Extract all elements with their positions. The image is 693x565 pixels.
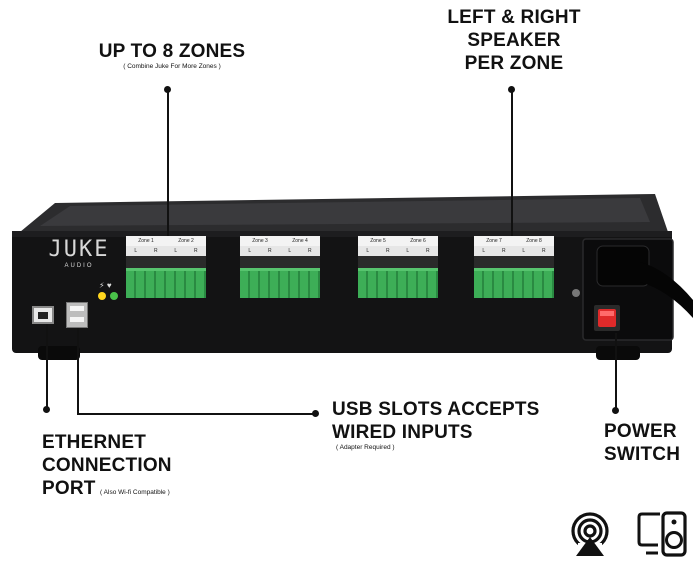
channel-label: L: [248, 248, 252, 254]
zone-label: Zone 7: [486, 238, 502, 244]
terminal-block-zones-3-4: Zone 3 Zone 4 L R L R: [240, 236, 320, 302]
callout-ethernet-note: ( Also Wi-fi Compatible ): [100, 489, 170, 496]
channel-label: R: [267, 248, 272, 254]
callout-power-dot: [612, 407, 619, 414]
callout-zones-dot: [164, 86, 171, 93]
channel-label: R: [193, 248, 198, 254]
callout-ethernet-line-3: PORT: [42, 478, 96, 499]
callout-power-line: [615, 333, 617, 409]
brand-logo-subtext: AUDIO: [64, 263, 94, 269]
callout-speakers-dot: [508, 86, 515, 93]
status-led-yellow: [98, 292, 106, 300]
channel-label: R: [385, 248, 390, 254]
device-foot-right: [596, 346, 640, 360]
callout-speakers-line-2: SPEAKER: [467, 30, 561, 51]
channel-label: R: [307, 248, 312, 254]
brand-logo: JUKE AUDIO: [44, 238, 114, 270]
channel-label: L: [174, 248, 178, 254]
callout-usb-note: ( Adapter Required ): [336, 444, 395, 451]
callout-usb-line-1: USB SLOTS ACCEPTS: [332, 399, 540, 420]
callout-usb: USB SLOTS ACCEPTS WIRED INPUTS ( Adapter…: [332, 398, 540, 452]
callout-usb-line-vertical: [77, 328, 79, 415]
callout-zones: UP TO 8 ZONES ( Combine Juke For More Zo…: [72, 40, 272, 71]
callout-usb-line-horizontal: [77, 413, 315, 415]
callout-speakers-line: [511, 90, 513, 236]
channel-label: R: [501, 248, 506, 254]
channel-label: L: [482, 248, 486, 254]
channel-label: L: [366, 248, 370, 254]
zone-label: Zone 2: [178, 238, 194, 244]
callout-power: POWER SWITCH: [604, 420, 680, 466]
channel-label: R: [153, 248, 158, 254]
ethernet-port: [32, 306, 54, 324]
callout-power-line-2: SWITCH: [604, 444, 681, 465]
device-foot-left: [38, 346, 80, 360]
callout-speakers: LEFT & RIGHT SPEAKER PER ZONE: [424, 6, 604, 75]
channel-label: L: [406, 248, 410, 254]
terminal-block-zones-5-6: Zone 5 Zone 6 L R L R: [358, 236, 438, 302]
callout-ethernet: ETHERNET CONNECTION PORT ( Also Wi-fi Co…: [42, 431, 172, 500]
terminal-block-zones-1-2: Zone 1 Zone 2 L R L R: [126, 236, 206, 302]
callout-ethernet-line-2: CONNECTION: [42, 455, 172, 476]
callout-zones-line: [167, 90, 169, 236]
callout-ethernet-line: [46, 324, 48, 408]
callout-speakers-line-1: LEFT & RIGHT: [447, 7, 581, 28]
zone-label: Zone 5: [370, 238, 386, 244]
channel-label: R: [541, 248, 546, 254]
zone-label: Zone 6: [410, 238, 426, 244]
channel-label: L: [134, 248, 138, 254]
computer-speaker-icon: [637, 511, 687, 557]
zone-label: Zone 4: [292, 238, 308, 244]
status-led-icons: ⚡ ♥: [99, 281, 112, 290]
usb-ports: [66, 302, 88, 328]
terminal-block-zones-7-8: Zone 7 Zone 8 L R L R: [474, 236, 554, 302]
callout-ethernet-dot: [43, 406, 50, 413]
channel-label: R: [425, 248, 430, 254]
callout-ethernet-line-1: ETHERNET: [42, 432, 146, 453]
channel-label: L: [522, 248, 526, 254]
callout-speakers-line-3: PER ZONE: [464, 53, 564, 74]
zone-label: Zone 3: [252, 238, 268, 244]
zone-label: Zone 1: [138, 238, 154, 244]
brand-logo-text: JUKE: [48, 237, 110, 262]
channel-label: L: [288, 248, 292, 254]
zone-label: Zone 8: [526, 238, 542, 244]
callout-usb-dot: [312, 410, 319, 417]
callout-usb-line-2: WIRED INPUTS: [332, 422, 473, 443]
callout-power-line-1: POWER: [604, 421, 677, 442]
airplay-audio-icon: [571, 512, 609, 557]
callout-zones-title: UP TO 8 ZONES: [98, 41, 246, 62]
status-led-green: [110, 292, 118, 300]
callout-zones-note: ( Combine Juke For More Zones ): [123, 63, 221, 70]
